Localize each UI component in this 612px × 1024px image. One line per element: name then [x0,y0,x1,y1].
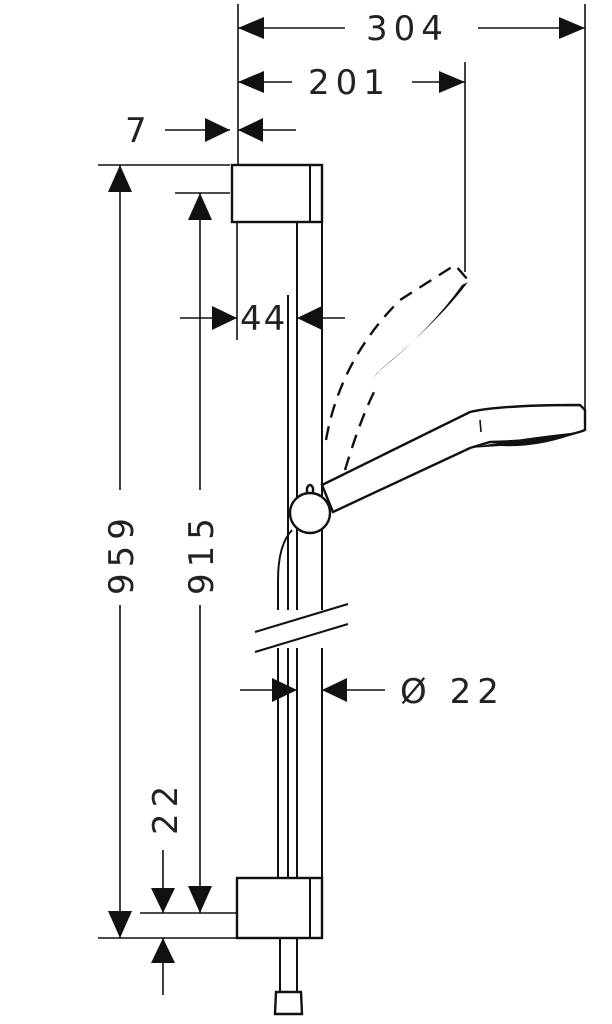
dimension-7: 7 [125,111,296,151]
dimension-44: 44 [180,299,345,339]
top-wall-bracket [230,163,324,224]
dimension-959: 959 [102,165,142,938]
dimension-label-959: 959 [102,512,142,595]
hand-shower [288,403,587,535]
slide-rail [287,222,323,878]
break-lines [254,603,350,653]
shower-head-alternate-position [324,263,469,471]
dimension-304: 304 [238,9,585,49]
dimension-label-22: 22 [146,780,186,835]
dimension-label-44: 44 [240,299,287,339]
shower-holder [288,491,332,535]
dimension-label-915: 915 [182,512,222,595]
rail-end-cap [273,990,304,1016]
dimension-915: 915 [182,193,222,913]
dimension-diameter-22: Ø 22 [240,672,505,712]
dimension-label-diameter: Ø 22 [400,672,505,712]
dimension-201: 201 [238,63,465,103]
dimension-label-304: 304 [366,9,449,49]
shower-hose [277,529,293,878]
dimension-22-bottom: 22 [146,780,186,995]
dimension-label-201: 201 [308,63,391,103]
dimension-label-7: 7 [125,111,153,151]
bottom-wall-bracket [235,876,324,1016]
